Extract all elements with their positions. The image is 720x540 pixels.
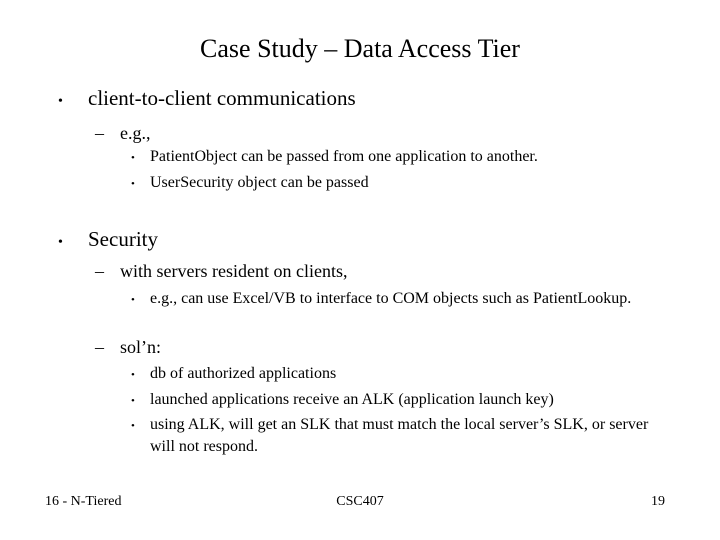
list-item: • PatientObject can be passed from one a… <box>131 146 650 169</box>
slide-title: Case Study – Data Access Tier <box>200 34 520 63</box>
list-item-text: sol’n: <box>120 337 162 357</box>
bullet-icon: • <box>131 420 135 432</box>
slide-footer: 16 - N-Tiered CSC407 19 <box>0 493 720 513</box>
bullet-icon: • <box>131 369 135 381</box>
list-item-text: db of authorized applications <box>150 365 337 382</box>
list-item: • e.g., can use Excel/VB to interface to… <box>131 288 650 311</box>
list-item: – sol’n: <box>95 336 685 359</box>
bullet-icon: • <box>58 94 63 109</box>
bullet-icon: • <box>58 235 63 250</box>
list-item: – e.g., <box>95 122 685 145</box>
list-item-text: UserSecurity object can be passed <box>150 174 369 191</box>
list-item-text: with servers resident on clients, <box>120 261 348 281</box>
footer-lecture-label: 16 - N-Tiered <box>45 494 122 509</box>
dash-icon: – <box>95 337 104 357</box>
list-item: • launched applications receive an ALK (… <box>131 389 650 412</box>
list-item-text: launched applications receive an ALK (ap… <box>150 391 554 408</box>
list-item: • db of authorized applications <box>131 363 650 386</box>
bullet-icon: • <box>131 294 135 306</box>
list-item-text: e.g., <box>120 123 151 143</box>
list-item-text: Security <box>88 227 158 251</box>
list-item: – with servers resident on clients, <box>95 260 685 283</box>
dash-icon: – <box>95 123 104 143</box>
list-item-text: e.g., can use Excel/VB to interface to C… <box>150 290 632 307</box>
bullet-icon: • <box>131 395 135 407</box>
footer-course-label: CSC407 <box>336 494 384 509</box>
list-item-text: PatientObject can be passed from one app… <box>150 148 538 165</box>
list-item: • client-to-client communications <box>58 85 678 115</box>
bullet-icon: • <box>131 178 135 190</box>
list-item: • Security <box>58 226 678 256</box>
footer-page-number: 19 <box>651 494 665 509</box>
list-item-text: client-to-client communications <box>88 86 356 110</box>
list-item-text: using ALK, will get an SLK that must mat… <box>150 416 649 455</box>
list-item: • using ALK, will get an SLK that must m… <box>131 414 650 458</box>
list-item: • UserSecurity object can be passed <box>131 172 650 195</box>
dash-icon: – <box>95 261 104 281</box>
bullet-icon: • <box>131 152 135 164</box>
